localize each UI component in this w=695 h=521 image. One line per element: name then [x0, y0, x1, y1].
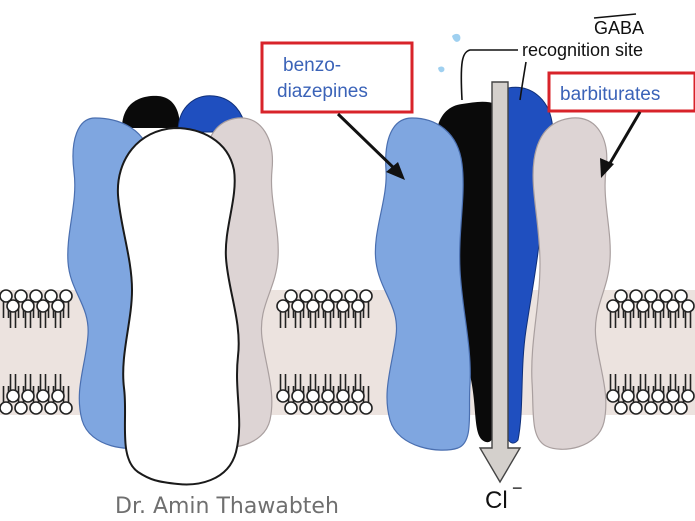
gaba-molecule-accent — [452, 34, 460, 42]
receptor-right-gray-subunit — [532, 118, 611, 449]
recognition-site-label: recognition site — [522, 40, 643, 60]
receptor-right-light-blue-subunit — [375, 118, 470, 450]
chloride-ion-charge: − — [512, 478, 523, 498]
chloride-ion-label: Cl — [485, 487, 508, 514]
benzodiazepines-label-line2: diazepines — [277, 81, 368, 102]
gaba-label: GABA — [594, 18, 644, 38]
gaba-molecule-accent — [438, 67, 444, 73]
receptor-left-black-cap — [122, 96, 180, 128]
receptor-left — [68, 96, 278, 485]
barbiturates-label: barbiturates — [560, 84, 660, 105]
benzodiazepines-label-line1: benzo- — [283, 55, 341, 76]
author-credit: Dr. Amin Thawabteh — [115, 494, 339, 519]
receptor-left-white-subunit — [118, 128, 239, 484]
